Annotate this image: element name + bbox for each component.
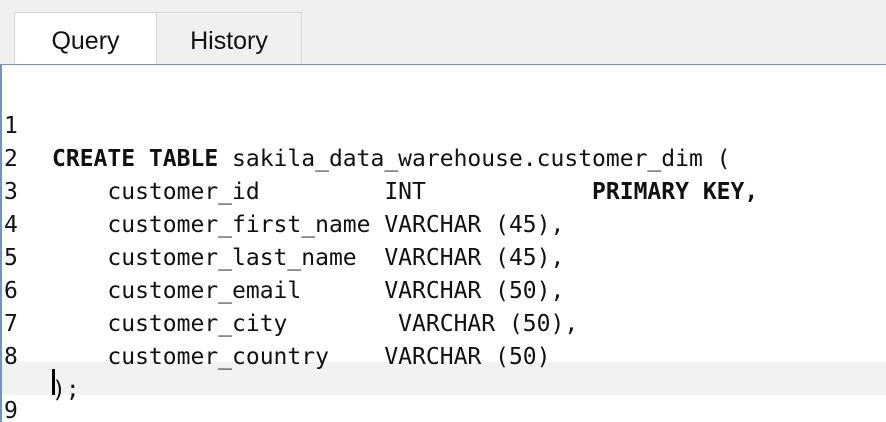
line-number: 1 (4, 113, 18, 139)
code-text: customer_id INT PRIMARY KEY, (52, 176, 758, 209)
code-text: customer_city VARCHAR (50), (52, 311, 579, 337)
code-line-3: 3 customer_first_name VARCHAR (45), (2, 143, 886, 238)
code-text: ); (52, 377, 80, 403)
code-rest: customer_id INT (52, 179, 593, 205)
code-text: customer_email VARCHAR (50), (52, 278, 565, 304)
keyword: PRIMARY KEY, (592, 179, 759, 205)
code-line-4: 4 customer_last_name VARCHAR (45), (2, 176, 886, 271)
code-line-7: 7 customer_country VARCHAR (50) (2, 275, 886, 370)
line-number: 2 (4, 146, 18, 172)
tab-bar: Query History (0, 0, 886, 64)
code-text: CREATE TABLE sakila_data_warehouse.custo… (52, 143, 731, 176)
code-text: customer_country VARCHAR (50) (52, 344, 551, 370)
line-number: 4 (4, 212, 18, 238)
text-caret (52, 369, 55, 395)
current-line-highlight (2, 362, 886, 395)
code-rest: sakila_data_warehouse.customer_dim ( (218, 146, 731, 172)
line-number: 7 (4, 311, 18, 337)
line-number: 6 (4, 278, 18, 304)
code-line-9: 9 (2, 362, 886, 422)
line-number: 5 (4, 245, 18, 271)
line-number: 3 (4, 179, 18, 205)
tab-history[interactable]: History (157, 12, 302, 64)
code-text: customer_first_name VARCHAR (45), (52, 212, 565, 238)
code-line-2: 2 customer_id INT PRIMARY KEY, (2, 110, 886, 205)
line-number: 9 (4, 398, 18, 422)
tab-query[interactable]: Query (14, 12, 157, 64)
code-line-1: 1 CREATE TABLE sakila_data_warehouse.cus… (2, 77, 886, 172)
code-line-8: 8 ); (2, 308, 886, 403)
sql-editor[interactable]: 1 CREATE TABLE sakila_data_warehouse.cus… (0, 64, 886, 422)
code-text: customer_last_name VARCHAR (45), (52, 245, 565, 271)
code-line-6: 6 customer_city VARCHAR (50), (2, 242, 886, 337)
code-line-5: 5 customer_email VARCHAR (50), (2, 209, 886, 304)
line-number: 8 (4, 344, 18, 370)
keyword: CREATE TABLE (52, 146, 219, 172)
